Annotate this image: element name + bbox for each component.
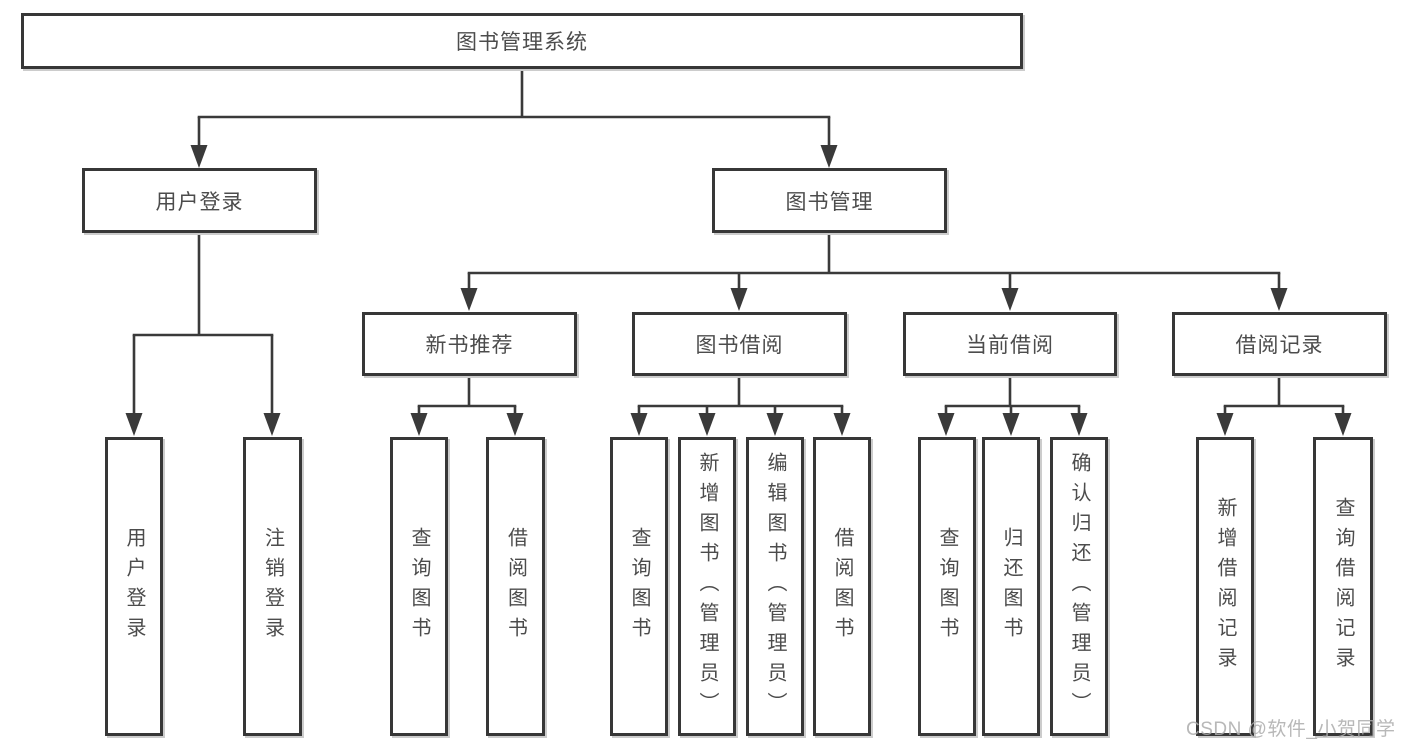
- node-borrowing-edit-books-admin: 编辑图书（管理员）: [746, 437, 804, 736]
- node-current-borrowing: 当前借阅: [903, 312, 1117, 376]
- node-logout: 注销登录: [243, 437, 302, 736]
- node-current-return-books: 归还图书: [982, 437, 1040, 736]
- node-current-confirm-return-admin: 确认归还（管理员）: [1050, 437, 1108, 736]
- node-records-add-record: 新增借阅记录: [1196, 437, 1254, 736]
- node-recommend-query-books: 查询图书: [390, 437, 448, 736]
- node-records-query-record: 查询借阅记录: [1313, 437, 1373, 736]
- node-user-login: 用户登录: [105, 437, 163, 736]
- node-current-query-books: 查询图书: [918, 437, 976, 736]
- node-new-book-recommend: 新书推荐: [362, 312, 577, 376]
- node-borrowing-query-books: 查询图书: [610, 437, 668, 736]
- node-book-borrowing: 图书借阅: [632, 312, 847, 376]
- csdn-watermark: CSDN @软件_小贺同学: [1186, 719, 1396, 740]
- node-user-login-module: 用户登录: [82, 168, 317, 233]
- node-borrowing-records: 借阅记录: [1172, 312, 1387, 376]
- node-book-management-module: 图书管理: [712, 168, 947, 233]
- node-recommend-borrow-books: 借阅图书: [486, 437, 545, 736]
- node-borrowing-borrow-books: 借阅图书: [813, 437, 871, 736]
- node-root: 图书管理系统: [21, 13, 1023, 69]
- node-borrowing-add-books-admin: 新增图书（管理员）: [678, 437, 736, 736]
